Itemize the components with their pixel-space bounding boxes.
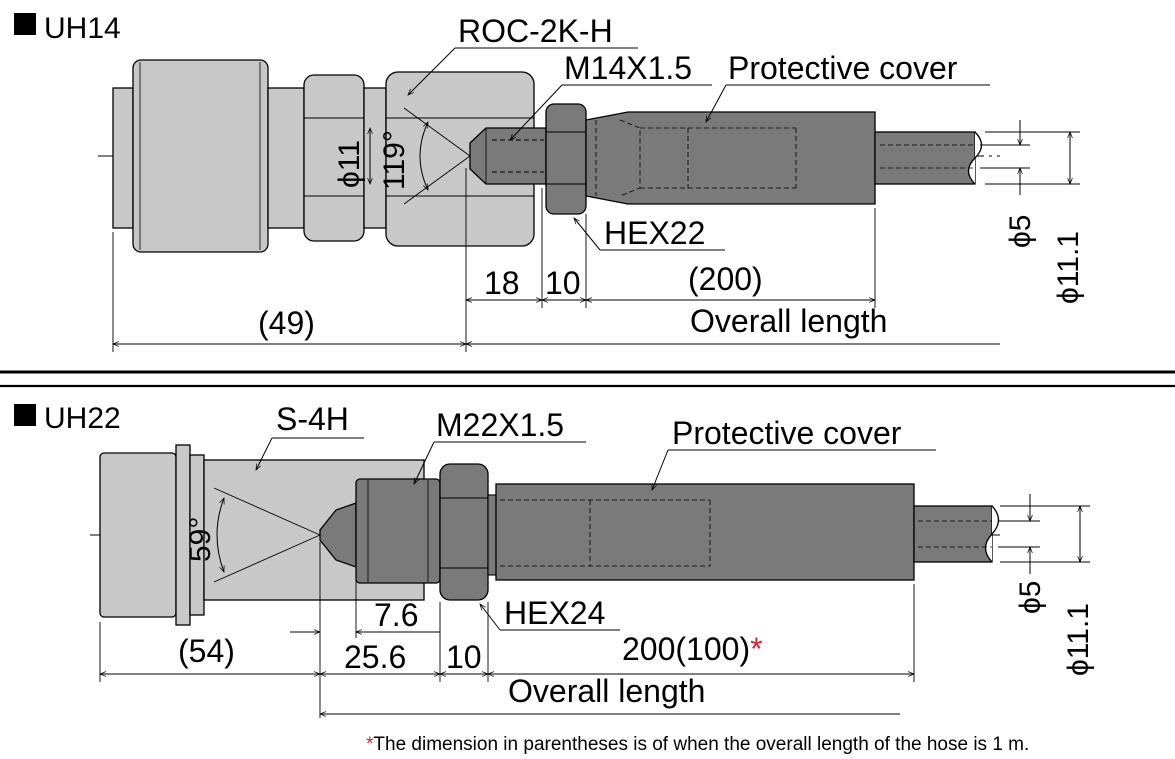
uh14-thread-label: M14X1.5 <box>564 50 692 86</box>
uh14-hose <box>874 131 983 185</box>
uh22-coupler-label: S-4H <box>276 401 349 437</box>
uh22-nipple <box>319 478 441 584</box>
uh22-overall-label: Overall length <box>508 673 705 709</box>
uh22-dia-11-1-label: ϕ11.1 <box>1062 603 1095 676</box>
uh14-section: UH14 <box>14 12 1085 352</box>
uh22-dia-5-label: ϕ5 <box>1014 581 1047 615</box>
uh22-dim-200-label: 200(100)* <box>622 631 763 667</box>
uh14-dim-49-label: (49) <box>258 305 315 341</box>
uh14-coupler-label: ROC-2K-H <box>458 13 613 49</box>
uh14-title-square-icon <box>14 13 36 35</box>
uh22-title: UH22 <box>44 402 121 435</box>
uh22-hose <box>913 505 1000 563</box>
uh22-angle-label: 59° <box>184 517 217 562</box>
uh22-title-square-icon <box>14 404 36 426</box>
uh22-section: UH22 <box>14 401 1095 718</box>
uh14-dim-18-label: 18 <box>484 265 520 301</box>
uh22-dim-star: * <box>750 631 762 667</box>
uh14-cover-label: Protective cover <box>728 50 958 86</box>
uh22-hex-label: HEX24 <box>504 595 605 631</box>
uh14-nipple <box>469 127 547 185</box>
uh14-angle-label: 119° <box>378 130 411 190</box>
uh22-cover-label: Protective cover <box>672 415 902 451</box>
uh22-dim-54-label: (54) <box>178 633 235 669</box>
uh14-dia-11-1-label: ϕ11.1 <box>1052 231 1085 304</box>
uh14-dia-5-label: ϕ5 <box>1004 215 1037 249</box>
uh14-coupler <box>112 59 535 253</box>
uh22-dim-10-label: 10 <box>446 639 482 675</box>
uh22-dim-7-6-label: 7.6 <box>374 597 418 633</box>
uh22-thread-label: M22X1.5 <box>436 407 564 443</box>
uh14-overall-label: Overall length <box>690 303 887 339</box>
uh14-dim-200-label: (200) <box>688 261 763 297</box>
uh14-hex-nut <box>545 103 587 215</box>
uh14-protective-cover <box>585 111 876 205</box>
footnote-star: * <box>366 734 374 755</box>
footnote: *The dimension in parentheses is of when… <box>366 734 1029 755</box>
uh14-bore-dia-label: ϕ11 <box>333 140 366 188</box>
uh22-hex-nut <box>439 463 497 601</box>
uh14-dim-10-label: 10 <box>545 265 581 301</box>
uh14-hex-label: HEX22 <box>604 215 705 251</box>
uh14-title: UH14 <box>44 12 121 45</box>
uh22-dim-25-6-label: 25.6 <box>344 639 406 675</box>
uh22-protective-cover <box>495 483 915 581</box>
